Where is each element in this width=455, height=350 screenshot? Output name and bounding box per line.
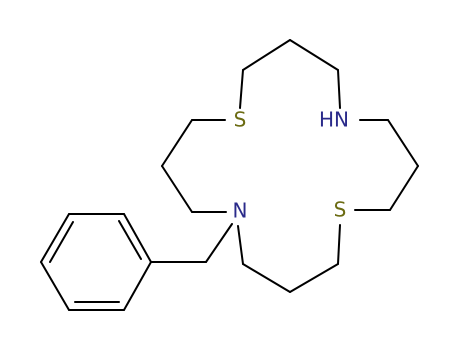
macrocycle-bonds (161, 39, 419, 293)
bond-ring-2 (289, 39, 339, 71)
benzene-bond-3 (40, 213, 70, 263)
bond-ring-8 (337, 224, 341, 265)
bond-ring-16 (239, 69, 244, 109)
atom-n-bottom: N (233, 199, 248, 223)
bond-ring-5 (387, 119, 419, 167)
benzene-ring (40, 213, 152, 311)
benzyl-group-bonds (150, 223, 233, 263)
bond-ring-3 (337, 69, 341, 109)
atom-nh-right: HN (319, 108, 349, 132)
bond-ring-1 (242, 39, 291, 71)
bond-ring-11 (237, 225, 244, 265)
benzene-bond-1 (123, 213, 152, 263)
bond-ring-9 (289, 263, 339, 293)
benzene-bond-6 (123, 261, 152, 311)
benzene-double-bond-2 (49, 221, 74, 263)
bond-ring-14 (161, 119, 193, 167)
atom-s-right: S (334, 198, 347, 222)
benzene-bond-4 (40, 261, 70, 311)
bond-ring-13 (161, 165, 193, 213)
atom-s-left: S (234, 108, 247, 132)
benzene-double-bond-1 (118, 220, 142, 260)
bond-n-ch2 (205, 223, 233, 263)
bond-ring-10 (242, 263, 291, 293)
bond-ring-6 (389, 165, 419, 211)
